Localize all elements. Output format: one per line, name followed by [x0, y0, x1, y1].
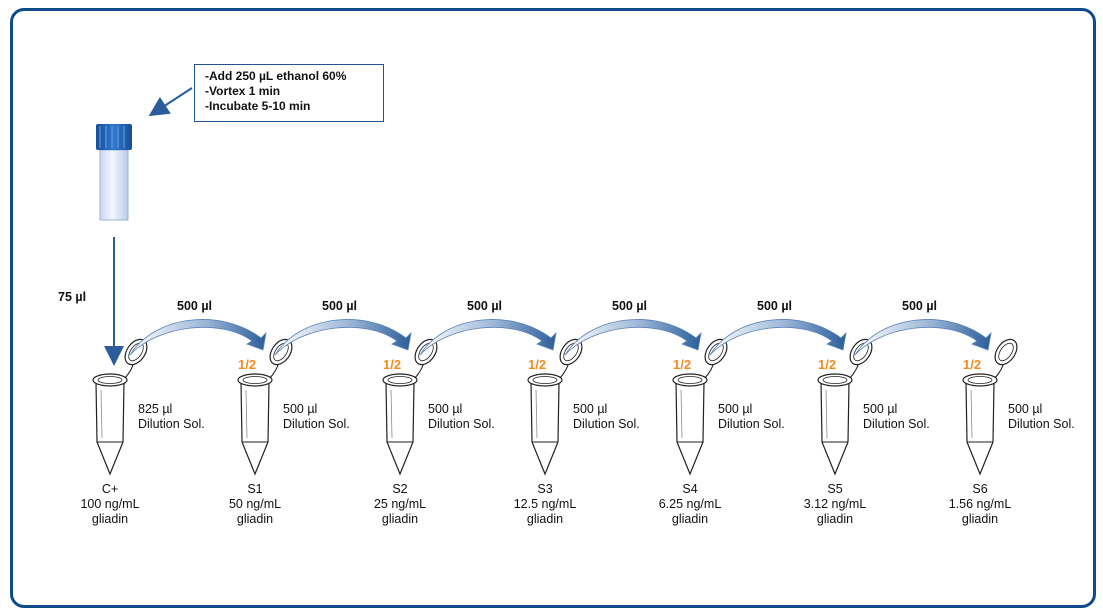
dilution-ratio: 1/2 — [383, 357, 402, 372]
transfer-arrow — [709, 319, 847, 356]
instructions-box: -Add 250 µL ethanol 60% -Vortex 1 min -I… — [194, 64, 384, 122]
instruction-line: -Incubate 5-10 min — [205, 99, 311, 113]
dilution-ratio: 1/2 — [528, 357, 547, 372]
transfer-arrow — [129, 319, 267, 356]
dilution-ratio: 1/2 — [673, 357, 692, 372]
microtube-icon — [92, 338, 148, 476]
microtube-icon — [817, 338, 873, 476]
tube-volume: 500 µl — [863, 402, 898, 416]
tube-volume: 825 µl — [138, 402, 173, 416]
tube-solution: Dilution Sol. — [283, 417, 350, 431]
tube-name: S1 — [247, 482, 263, 496]
transfer-volume-label: 500 µl — [176, 299, 213, 313]
instruction-line: -Vortex 1 min — [205, 84, 281, 98]
tube-name: S4 — [682, 482, 698, 496]
tube-analyte: gliadin — [381, 512, 419, 526]
tube-volume: 500 µl — [718, 402, 753, 416]
dilution-ratio: 1/2 — [963, 357, 982, 372]
microtube-icon — [962, 338, 1018, 476]
transfer-volume-label: 500 µl — [321, 299, 358, 313]
tube-name: C+ — [101, 482, 119, 496]
microtube-icon — [382, 338, 438, 476]
microtube-icon — [672, 338, 728, 476]
tube-concentration: 12.5 ng/mL — [513, 497, 577, 511]
tube-volume: 500 µl — [1008, 402, 1043, 416]
tube-name: S2 — [392, 482, 408, 496]
tube-solution: Dilution Sol. — [573, 417, 640, 431]
initial-transfer-label: 75 µl — [58, 290, 87, 304]
tube-volume: 500 µl — [428, 402, 463, 416]
instruction-line: -Add 250 µL ethanol 60% — [205, 69, 347, 83]
transfer-volume-label: 500 µl — [611, 299, 648, 313]
tube-solution: Dilution Sol. — [863, 417, 930, 431]
tube-concentration: 100 ng/mL — [80, 497, 140, 511]
tube-concentration: 25 ng/mL — [373, 497, 427, 511]
tube-solution: Dilution Sol. — [718, 417, 785, 431]
tube-solution: Dilution Sol. — [1008, 417, 1075, 431]
microtube-icon — [237, 338, 293, 476]
tube-analyte: gliadin — [526, 512, 564, 526]
tube-concentration: 6.25 ng/mL — [658, 497, 722, 511]
tube-name: S5 — [827, 482, 843, 496]
dilution-ratio: 1/2 — [238, 357, 257, 372]
transfer-arrow — [564, 319, 702, 356]
tube-concentration: 3.12 ng/mL — [803, 497, 867, 511]
microtube-icon — [527, 338, 583, 476]
tube-analyte: gliadin — [961, 512, 999, 526]
instruction-arrow — [148, 87, 193, 117]
tube-solution: Dilution Sol. — [138, 417, 205, 431]
transfer-volume-label: 500 µl — [901, 299, 938, 313]
tube-solution: Dilution Sol. — [428, 417, 495, 431]
transfer-arrow — [854, 319, 992, 356]
sample-tube-icon — [96, 124, 132, 221]
tube-concentration: 50 ng/mL — [228, 497, 282, 511]
transfer-arrow — [274, 319, 412, 356]
tube-name: S3 — [537, 482, 553, 496]
tube-name: S6 — [972, 482, 988, 496]
transfer-arrow — [419, 319, 557, 356]
tube-concentration: 1.56 ng/mL — [948, 497, 1012, 511]
tube-analyte: gliadin — [91, 512, 129, 526]
tube-volume: 500 µl — [283, 402, 318, 416]
tube-analyte: gliadin — [816, 512, 854, 526]
tube-analyte: gliadin — [236, 512, 274, 526]
transfer-volume-label: 500 µl — [756, 299, 793, 313]
tube-analyte: gliadin — [671, 512, 709, 526]
tube-volume: 500 µl — [573, 402, 608, 416]
transfer-volume-label: 500 µl — [466, 299, 503, 313]
dilution-ratio: 1/2 — [818, 357, 837, 372]
